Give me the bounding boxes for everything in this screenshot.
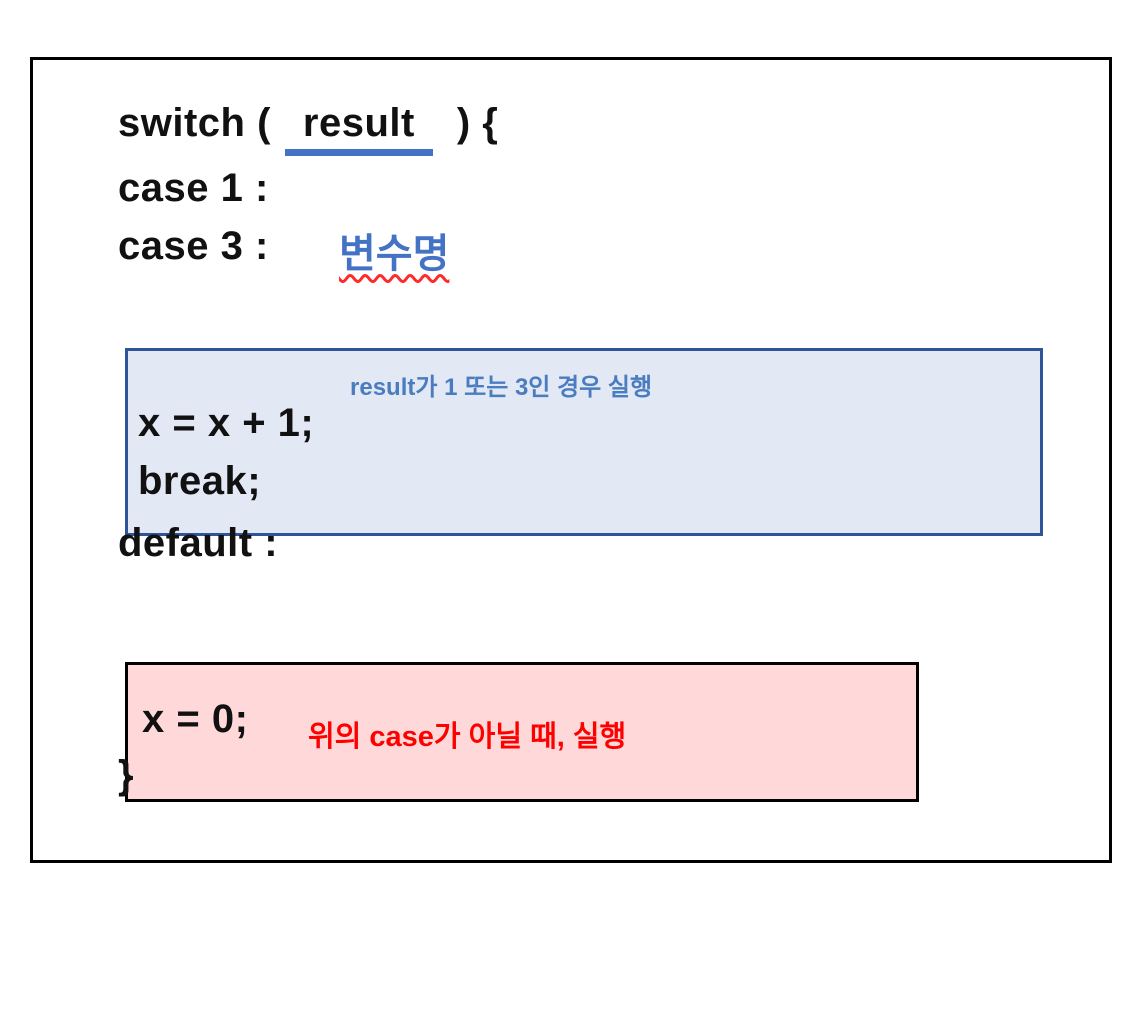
default-body-block: x = 0; 위의 case가 아닐 때, 실행	[125, 662, 919, 802]
case-1-line: case 1 :	[118, 166, 269, 210]
default-note-annotation: 위의 case가 아닐 때, 실행	[308, 721, 627, 753]
slide-frame: switch ( result ) { 변수명 case 1 : case 3 …	[30, 57, 1112, 863]
case-3-line: case 3 :	[118, 224, 269, 268]
default-body-code-line: x = 0;	[142, 697, 249, 741]
case-body-block: result가 1 또는 3인 경우 실행 x = x + 1; break;	[125, 348, 1043, 536]
case-note-annotation: result가 1 또는 3인 경우 실행	[350, 374, 653, 401]
case-body-code-line-2: break;	[138, 459, 262, 503]
switch-suffix-text: ) {	[456, 101, 499, 145]
default-label-line: default :	[118, 521, 279, 565]
case-body-code-line-1: x = x + 1;	[138, 401, 315, 445]
closing-brace-line: }	[118, 753, 135, 797]
variable-name-label: 변수명	[339, 232, 450, 276]
switch-keyword-text: switch (	[118, 101, 271, 145]
switch-statement-line: switch ( result ) {	[118, 100, 498, 156]
switch-variable-text: result	[284, 100, 433, 156]
